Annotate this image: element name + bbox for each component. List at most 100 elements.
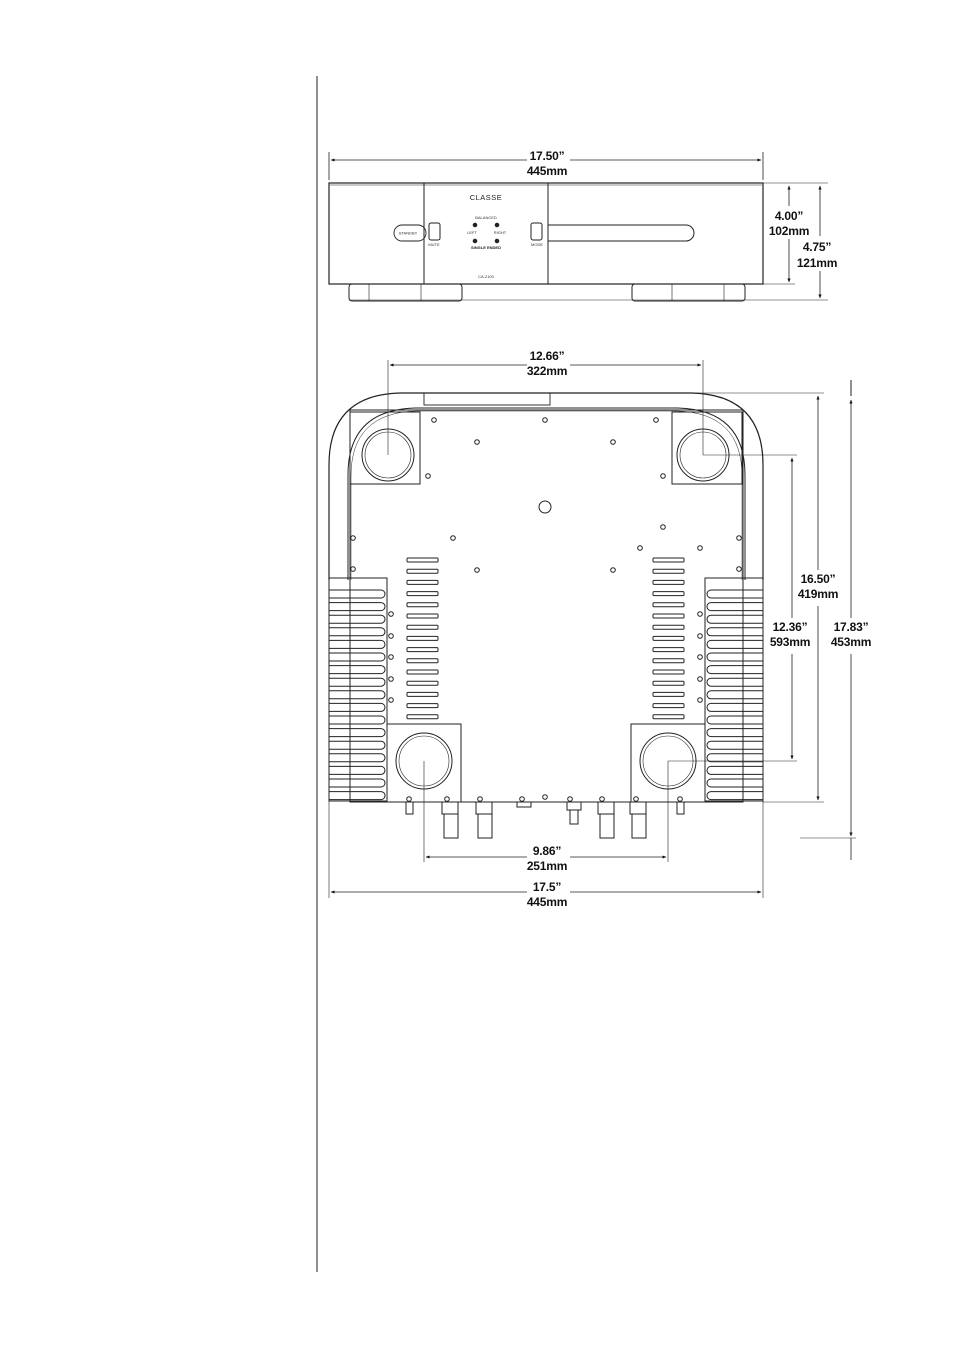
- right-vent-slot: [653, 603, 684, 607]
- front-foot-left: [349, 284, 462, 301]
- right-heatsink-fin: [707, 716, 763, 724]
- mode-label: MODE: [531, 242, 543, 247]
- bottom-foot-spacing-mm: 251mm: [527, 859, 567, 873]
- left-heatsink-fin: [329, 766, 385, 774]
- screw-hole: [389, 677, 394, 682]
- right-heatsink-fin: [707, 766, 763, 774]
- screw-hole: [661, 525, 666, 530]
- left-vent-slot: [407, 558, 438, 562]
- front-width-mm: 445mm: [527, 164, 567, 178]
- left-heatsink-fin: [329, 741, 385, 749]
- screw-hole: [737, 567, 742, 572]
- left-heatsink-fin: [329, 792, 385, 800]
- left-heatsink-fin: [329, 590, 385, 598]
- top-foot-spacing-in: 12.66”: [530, 349, 565, 363]
- screw-hole: [654, 418, 659, 423]
- front-width-in: 17.50”: [530, 149, 565, 163]
- screw-hole: [478, 797, 483, 802]
- right-vent-slot: [653, 648, 684, 652]
- screw-hole: [475, 568, 480, 573]
- left-vent-slot: [407, 636, 438, 640]
- screw-hole: [351, 536, 356, 541]
- handle-outline-outer: [329, 393, 763, 580]
- screw-hole: [698, 612, 703, 617]
- left-heatsink-fin: [329, 703, 385, 711]
- right-heatsink-fin: [707, 640, 763, 648]
- screw-hole: [389, 634, 394, 639]
- left-heatsink-fin: [329, 666, 385, 674]
- mute-button-outline: [429, 223, 440, 240]
- screw-hole: [698, 655, 703, 660]
- screw-hole: [407, 797, 412, 802]
- right-heatsink-fin: [707, 666, 763, 674]
- front-total-height-mm: 121mm: [797, 256, 837, 270]
- single-ended-label: SINGLE ENDED: [471, 245, 501, 250]
- screw-hole: [451, 536, 456, 541]
- left-vent-slot: [407, 592, 438, 596]
- front-logo: CLASSE: [470, 193, 503, 202]
- front-body-height-in: 4.00”: [775, 209, 804, 223]
- right-vent-slot: [653, 681, 684, 685]
- screw-hole: [661, 474, 666, 479]
- front-view: [329, 152, 828, 301]
- right-heatsink-fin: [707, 615, 763, 623]
- screw-hole: [698, 677, 703, 682]
- screw-hole: [543, 795, 548, 800]
- screw-hole: [445, 797, 450, 802]
- left-heatsink-fin: [329, 615, 385, 623]
- right-vent-slot: [653, 569, 684, 573]
- screw-holes: [351, 418, 742, 802]
- screw-hole: [638, 546, 643, 551]
- total-depth-in: 17.83”: [834, 620, 869, 634]
- mute-label: MUTE: [428, 242, 440, 247]
- left-vent-slot: [407, 704, 438, 708]
- bottom-foot-spacing-in: 9.86”: [533, 844, 562, 858]
- right-vent-slot: [653, 715, 684, 719]
- screw-hole: [389, 612, 394, 617]
- left-heatsink-fin: [329, 628, 385, 636]
- right-vent-slot: [653, 670, 684, 674]
- right-vent-slot: [653, 692, 684, 696]
- left-vent-slot: [407, 648, 438, 652]
- left-vent-slot: [407, 681, 438, 685]
- screw-hole: [520, 797, 525, 802]
- left-vent-slot: [407, 692, 438, 696]
- right-heatsink-fin: [707, 729, 763, 737]
- right-vent-slot: [653, 636, 684, 640]
- right-vent-slot: [653, 659, 684, 663]
- foot-depth-spacing-mm: 593mm: [770, 635, 810, 649]
- right-heatsink-fin: [707, 590, 763, 598]
- screw-hole: [600, 797, 605, 802]
- heatsink-fins: [329, 590, 763, 800]
- left-heatsink-fin: [329, 678, 385, 686]
- left-vent-slot: [407, 715, 438, 719]
- right-vent-slot: [653, 614, 684, 618]
- front-body-height-mm: 102mm: [769, 224, 809, 238]
- left-vent-slot: [407, 569, 438, 573]
- left-vent-slot: [407, 603, 438, 607]
- left-heatsink-block: [329, 578, 387, 801]
- top-foot-spacing-mm: 322mm: [527, 364, 567, 378]
- total-depth-mm: 453mm: [831, 635, 871, 649]
- left-vent-slot: [407, 659, 438, 663]
- handle-outline-inner: [348, 408, 745, 580]
- top-width-in: 17.5”: [533, 880, 562, 894]
- left-label: LEFT: [467, 230, 477, 235]
- right-vent-slot: [653, 704, 684, 708]
- standby-label: STANDBY: [399, 231, 418, 236]
- left-vent-slot: [407, 625, 438, 629]
- left-heatsink-fin: [329, 653, 385, 661]
- depth-in: 16.50”: [801, 572, 836, 586]
- right-heatsink-fin: [707, 653, 763, 661]
- left-heatsink-fin: [329, 691, 385, 699]
- screw-hole: [568, 797, 573, 802]
- screw-hole: [678, 797, 683, 802]
- front-total-height-in: 4.75”: [803, 240, 832, 254]
- screw-hole: [432, 418, 437, 423]
- screw-hole: [389, 698, 394, 703]
- screw-hole: [634, 797, 639, 802]
- right-vent-slot: [653, 592, 684, 596]
- right-heatsink-fin: [707, 741, 763, 749]
- balanced-label: BALANCED: [475, 215, 497, 220]
